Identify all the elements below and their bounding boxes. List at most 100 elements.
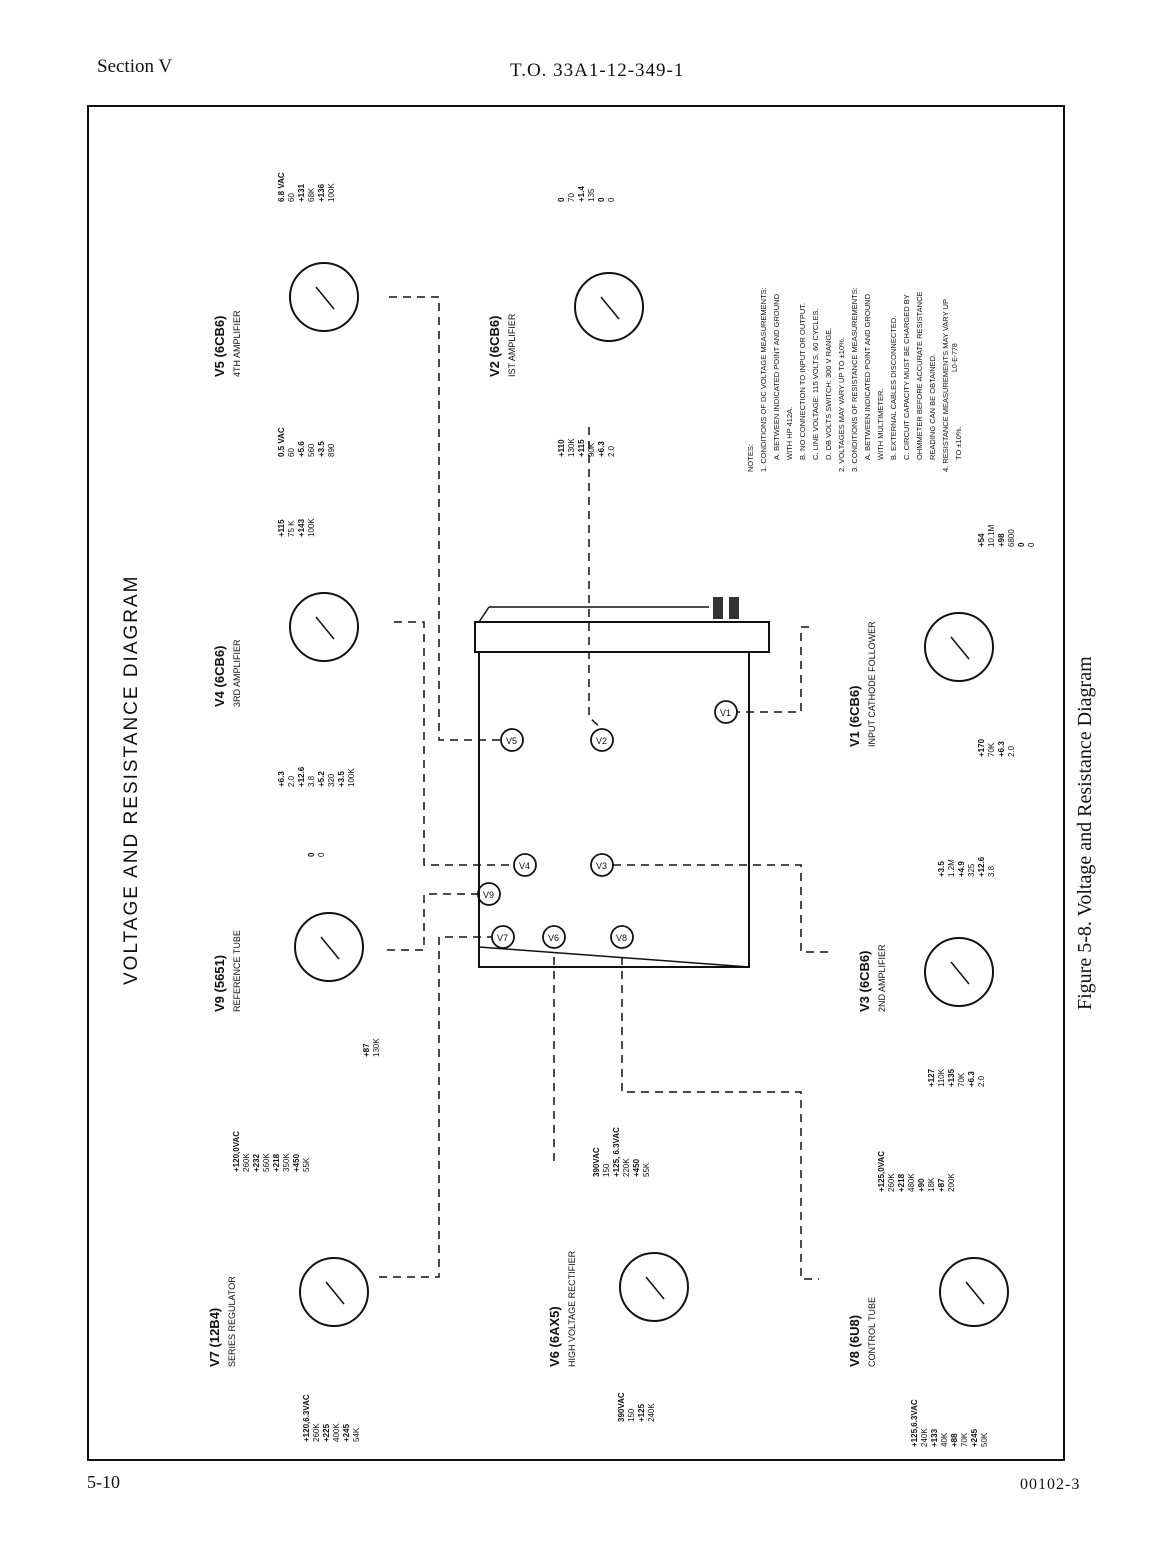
v9-name: V9 (5651) [212, 955, 227, 1012]
v2-pin-right-value: 135 [587, 188, 596, 202]
v2-name: V2 (6CB6) [487, 316, 502, 377]
v8-pin-left-value: +88 [950, 1433, 959, 1447]
figure-caption: Figure 5-8. Voltage and Resistance Diagr… [1074, 656, 1096, 1010]
v7-pin-left-value: 54K [352, 1427, 361, 1442]
v8-function: CONTROL TUBE [867, 1297, 877, 1367]
v4-pin-left-value: +12.6 [297, 766, 306, 787]
chassis-tube-v8: V8 [610, 925, 634, 949]
v8-pin-right-value: 200K [947, 1173, 956, 1192]
v2-pin-left-value: 90K [587, 442, 596, 457]
note-line: 2. VOLTAGES MAY VARY UP TO ±10%. [837, 337, 846, 472]
v3-pin-right-value: 325 [967, 863, 976, 877]
v1-pin-right-value: 0 [1027, 542, 1036, 547]
v2-pin-right-value: 0 [557, 197, 566, 202]
note-line: C. CIRCUIT CAPACITY MUST BE CHARGED BY [902, 294, 911, 460]
v2-pin-left-value: +110 [557, 439, 566, 457]
v6-name: V6 (6AX5) [547, 1306, 562, 1367]
v7-socket [299, 1257, 369, 1327]
v7-pin-right-value: +218 [272, 1153, 281, 1172]
v8-pin-left-value: 240K [920, 1428, 929, 1447]
chassis-label-v4: V4 [519, 861, 530, 871]
v5-name: V5 (6CB6) [212, 316, 227, 377]
v5-pin-left-value: 60 [287, 448, 296, 457]
chassis-tube-v3: V3 [590, 853, 614, 877]
v1-pin-right-value: 0 [1017, 542, 1026, 547]
leader-lines [379, 296, 829, 1280]
v5-pin-right-value: +136 [317, 183, 326, 202]
v7-name: V7 (12B4) [207, 1308, 222, 1367]
v1-pin-left-value: 2.0 [1007, 745, 1016, 757]
chassis-tube-v9: V9 [477, 882, 501, 906]
chassis-tube-v6: V6 [542, 925, 566, 949]
v1-pin-right-value: 10.1M [987, 524, 996, 547]
leader-v7 [379, 936, 492, 1278]
v6-pin-left-value: +125 [637, 1403, 646, 1422]
v4-pin-left-value: 2.0 [287, 775, 296, 787]
note-line: OHMMETER BEFORE ACCURATE RESISTANCE [915, 292, 924, 461]
v3-pin-left-value: 2.0 [977, 1075, 986, 1087]
v5-pin-left-value: +5.6 [297, 441, 306, 457]
v5-socket [289, 262, 359, 332]
page-number: 5-10 [87, 1472, 120, 1492]
leader-v9 [387, 893, 478, 951]
chassis-label-v8: V8 [616, 933, 627, 943]
note-line: C. LINE VOLTAGE: 115 VOLTS, 60 CYCLES. [811, 308, 820, 460]
v5-pin-right-value: 6.8 VAC [277, 172, 286, 202]
note-line: B. NO CONNECTION TO INPUT OR OUTPUT. [798, 303, 807, 460]
v4-socket [289, 592, 359, 662]
chassis-label-v6: V6 [548, 933, 559, 943]
v1-pin-right-value: +54 [977, 533, 986, 547]
v9-pin-left-value: +87 [362, 1043, 371, 1057]
v8-pin-left-value: 50K [980, 1432, 989, 1447]
v7-pin-right-value: 55K [302, 1157, 311, 1172]
v3-pin-left-value: +6.3 [967, 1071, 976, 1087]
leader-v2 [588, 427, 603, 730]
v1-pin-right-value: +98 [997, 533, 1006, 547]
v8-pin-right-value: +90 [917, 1178, 926, 1192]
v1-pin-left-value: +170 [977, 738, 986, 757]
v4-pin-left-value: 100K [347, 768, 356, 787]
chassis-label-v3: V3 [596, 861, 607, 871]
note-line: 3. CONDITIONS OF RESISTANCE MEASUREMENTS… [850, 287, 859, 472]
v2-pin-right-value: 70 [567, 193, 576, 202]
leader-v1 [737, 626, 809, 713]
v3-pin-right-value: 3.8 [987, 865, 996, 877]
leader-v3 [613, 864, 829, 953]
v4-pin-left-value: +6.3 [277, 771, 286, 787]
v8-pin-left-value: +245 [970, 1428, 979, 1447]
v5-pin-left-value: +3.5 [317, 441, 326, 457]
v1-pin-right-value: 6800 [1007, 529, 1016, 547]
technical-order-number: T.O. 33A1-12-349-1 [510, 60, 685, 81]
chassis-tube-v2: V2 [590, 728, 614, 752]
section-label: Section V [97, 56, 173, 77]
leader-v8 [621, 957, 819, 1280]
v8-pin-left-value: +133 [930, 1428, 939, 1447]
v7-pin-right-value: +450 [292, 1153, 301, 1172]
v6-pin-left-value: 150 [627, 1408, 636, 1422]
v5-pin-left-value: 0.5 VAC [277, 427, 286, 457]
v7-pin-left-value: +120,6.3VAC [302, 1394, 311, 1442]
v8-pin-left-value: 40K [940, 1432, 949, 1447]
v7-pin-left-value: 400K [332, 1423, 341, 1442]
v2-pin-left-value: +6.3 [597, 441, 606, 457]
chassis-tube-v7: V7 [491, 925, 515, 949]
v7-pin-right-value: +232 [252, 1153, 261, 1172]
v8-socket [939, 1257, 1009, 1327]
v1-socket [924, 612, 994, 682]
v5-function: 4TH AMPLIFIER [232, 310, 242, 377]
v3-pin-right-value: +3.5 [937, 861, 946, 877]
v4-pin-left-value: +5.2 [317, 771, 326, 787]
v8-pin-right-value: 260K [887, 1173, 896, 1192]
v3-pin-left-value: 110K [937, 1068, 946, 1087]
note-line: READING CAN BE OBTAINED. [928, 354, 937, 460]
v6-pin-left-value: 240K [647, 1403, 656, 1422]
v4-pin-left-value: 320 [327, 773, 336, 787]
v5-pin-left-value: 560 [307, 443, 316, 457]
v2-socket [574, 272, 644, 342]
drawing-code: L0-E-778 [952, 343, 959, 372]
v6-pin-right-value: 390VAC [592, 1147, 601, 1177]
